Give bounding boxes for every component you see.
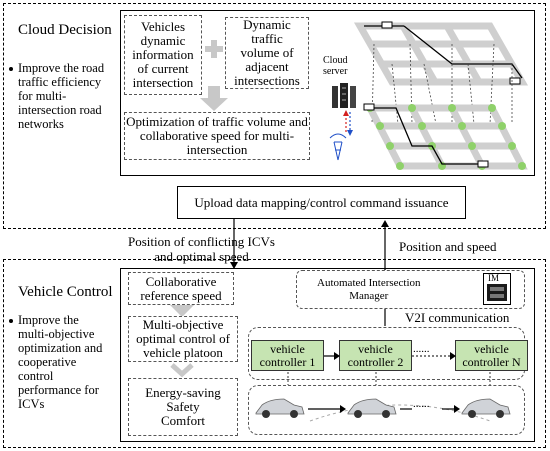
optimization-box: Optimization of traffic volume and colla… — [124, 112, 310, 160]
cloud-decision-title: Cloud Decision — [18, 22, 112, 38]
vehicle-inner-frame — [120, 268, 535, 442]
platoon-dots-label: ...... — [413, 343, 430, 355]
cloud-server-label: Cloud server — [323, 55, 348, 77]
car-icon — [347, 398, 397, 418]
platoon-dots-label-cars: ...... — [413, 398, 430, 410]
cloud-decision-panel — [3, 3, 546, 229]
down-arrow-icon — [170, 305, 194, 317]
cloud-network-illustration — [329, 21, 529, 170]
lower-route — [370, 107, 480, 165]
upper-vehicle-icons — [381, 21, 521, 85]
bullet-dot-icon — [9, 319, 13, 323]
car-icon — [461, 398, 511, 418]
vehicle-controller-n: vehicle controller N — [455, 340, 528, 371]
cloud-inner-frame — [120, 10, 535, 176]
cloud-server-icon — [332, 83, 356, 108]
upload-command-bar: Upload data mapping/control command issu… — [177, 186, 466, 219]
position-speed-label: Position and speed — [399, 239, 497, 254]
aim-label: Automated Intersection Manager — [317, 276, 421, 302]
chevron-down-icon — [170, 363, 194, 377]
vehicle-control-title: Vehicle Control — [18, 284, 113, 300]
cloud-decision-bullet: Improve the road traffic efficiency for … — [18, 61, 105, 131]
vehicle-controller-2: vehicle controller 2 — [339, 340, 412, 371]
vehicles-info-box: Vehicles dynamic information of current … — [124, 15, 202, 95]
down-arrow-icon — [198, 86, 230, 112]
v2i-communication-label: V2I communication — [405, 310, 510, 325]
im-device-icon: IM — [483, 273, 511, 305]
dynamic-traffic-box: Dynamic traffic volume of adjacent inter… — [225, 17, 309, 89]
vehicle-control-bullet: Improve the multi-objective optimization… — [18, 313, 103, 411]
multi-objective-box: Multi-objective optimal control of vehic… — [128, 316, 238, 362]
projection-lines — [371, 43, 513, 125]
car-icon — [255, 398, 305, 418]
vehicle-controller-1: vehicle controller 1 — [251, 340, 324, 371]
conflicting-icvs-label: Position of conflicting ICVs and optimal… — [128, 234, 275, 264]
lower-green-nodes — [366, 104, 526, 170]
lower-vehicle-icons — [363, 103, 489, 168]
car-platoon-illustration — [255, 398, 511, 422]
collaborative-speed-box: Collaborative reference speed — [128, 272, 234, 305]
bullet-dot-icon — [9, 67, 13, 71]
energy-safety-comfort-box: Energy-saving Safety Comfort — [128, 378, 238, 436]
communication-arrows — [343, 110, 353, 136]
plus-icon — [203, 38, 225, 60]
vehicle-control-panel — [3, 259, 546, 448]
im-label: IM — [488, 273, 499, 283]
antenna-tower-icon — [329, 133, 347, 161]
